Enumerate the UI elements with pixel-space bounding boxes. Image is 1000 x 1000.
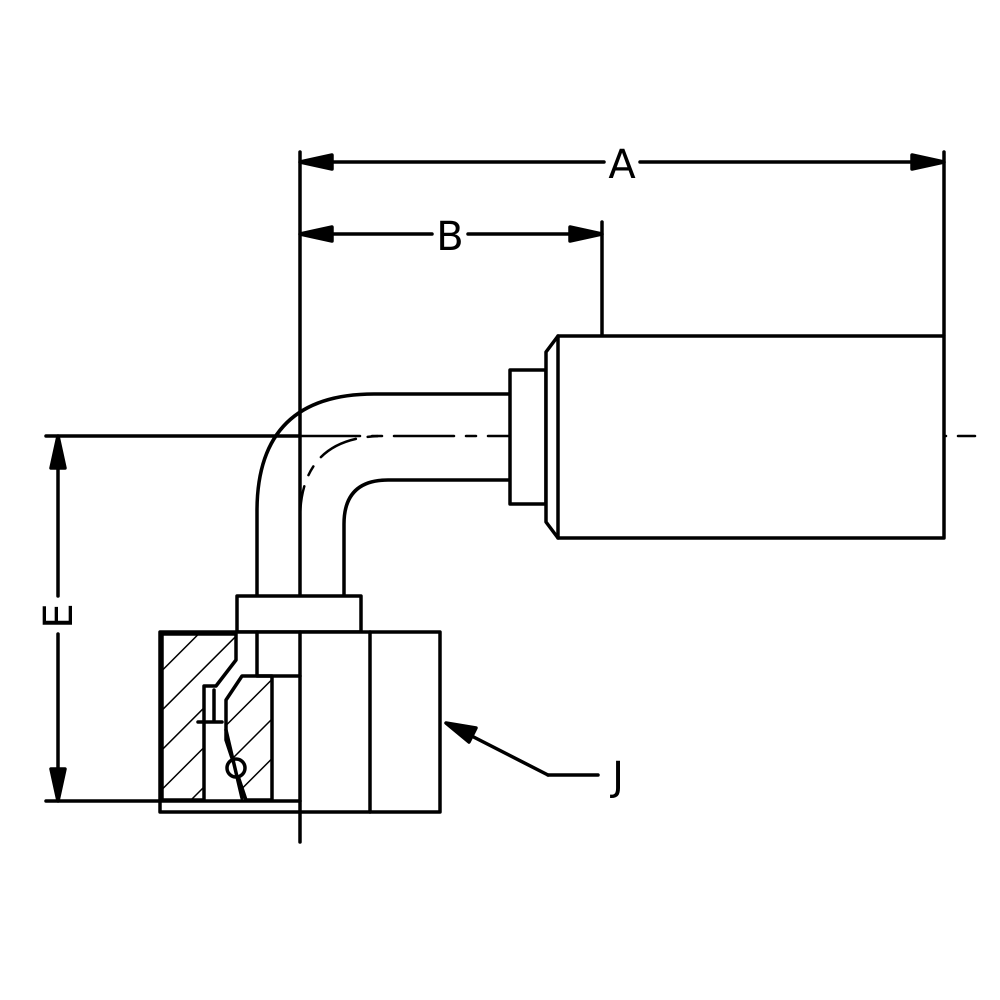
dimension-a-line [298, 153, 946, 171]
label-e: E [36, 603, 82, 628]
label-b: B [436, 214, 463, 260]
label-a: A [608, 142, 636, 188]
dimension-e-line [49, 434, 67, 803]
hose-socket [508, 334, 946, 540]
label-j: J [609, 754, 624, 800]
bent-tube [255, 392, 512, 678]
dimension-b-line [298, 225, 604, 243]
swivel-nut [158, 594, 442, 814]
leader-j [444, 721, 600, 777]
